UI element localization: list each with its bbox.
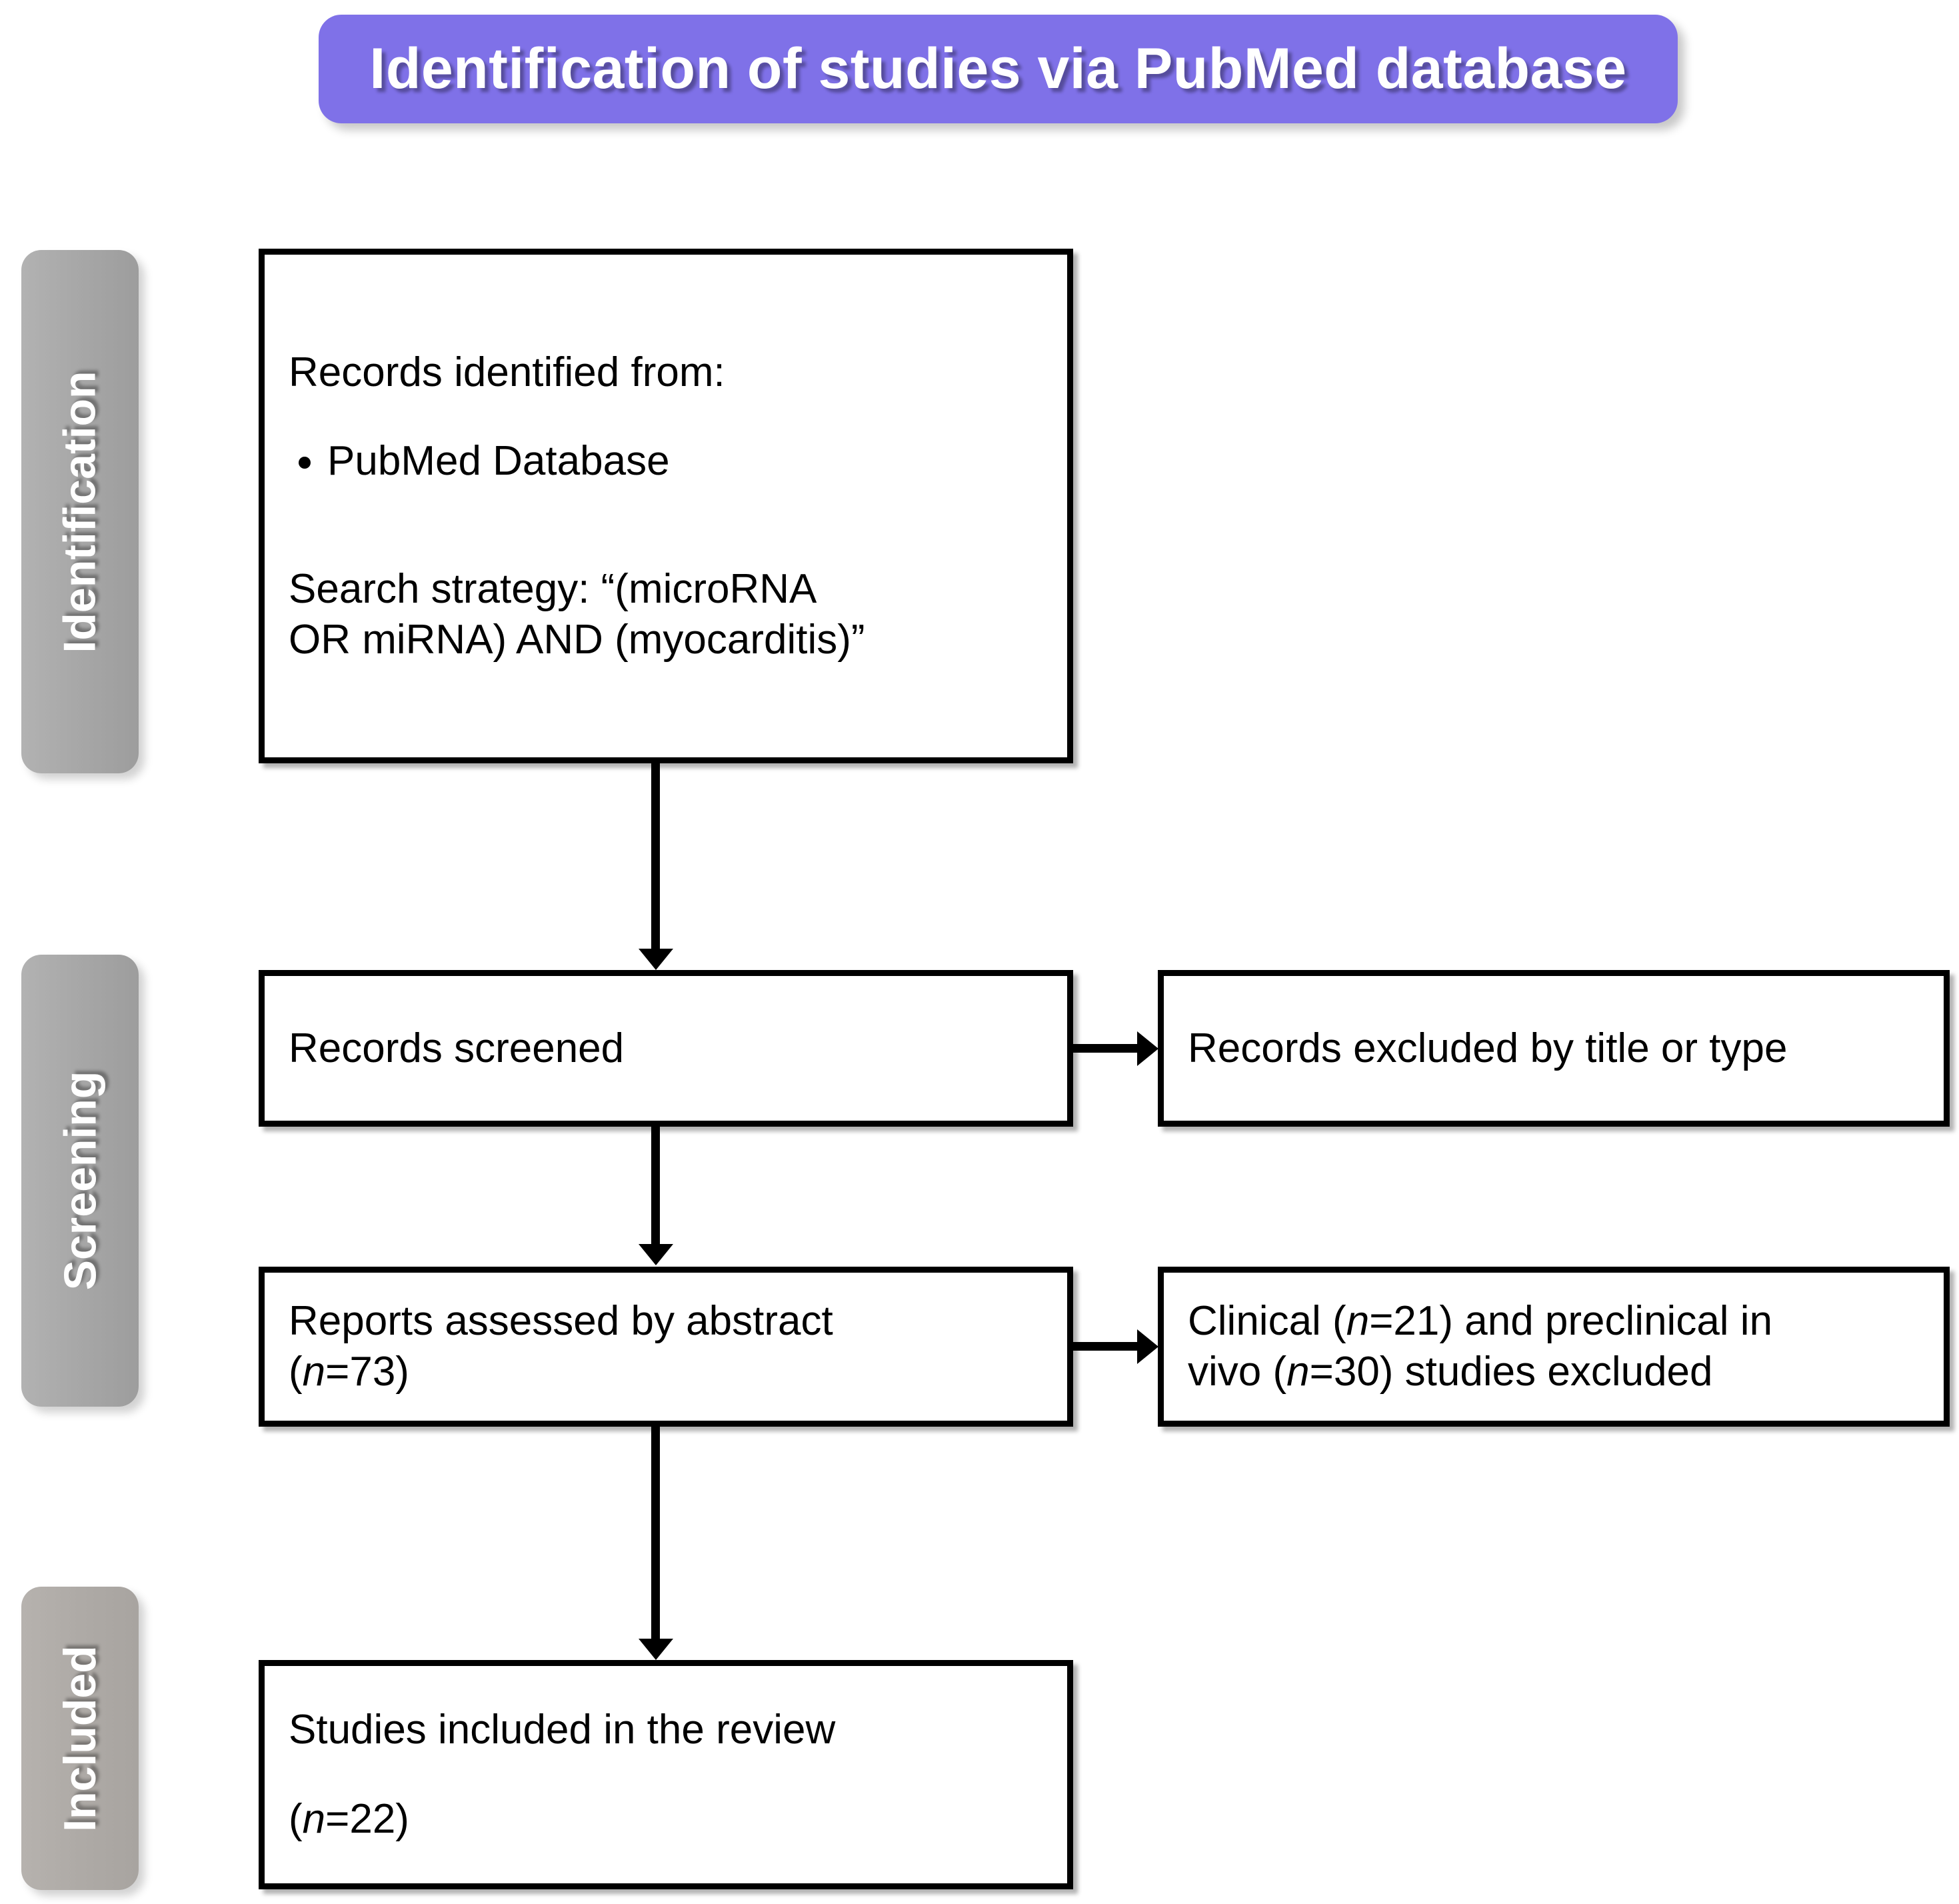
excluded-line2-prefix: vivo ( <box>1188 1349 1287 1395</box>
spacer <box>289 525 1043 564</box>
count-prefix: ( <box>289 1796 303 1842</box>
n-symbol: n <box>1346 1298 1370 1345</box>
search-strategy-line-1: Search strategy: “(microRNA <box>289 566 817 612</box>
box-studies-excluded: Clinical (n=21) and preclinical in vivo … <box>1158 1267 1950 1427</box>
stage-tab-screening-label: Screening <box>55 1071 105 1291</box>
stage-tab-screening: Screening <box>21 955 139 1407</box>
arrow-screened-to-excluded <box>1073 1044 1138 1053</box>
diagram-title-banner: Identification of studies via PubMed dat… <box>319 15 1678 123</box>
spacer <box>289 397 1043 436</box>
n-symbol: n <box>302 1349 326 1395</box>
diagram-title-text: Identification of studies via PubMed dat… <box>369 37 1627 101</box>
n-symbol: n <box>1286 1349 1310 1395</box>
reports-assessed-label: Reports assessed by abstract <box>289 1298 833 1345</box>
spacer <box>289 487 1043 525</box>
search-strategy-line-2: OR miRNA) AND (myocarditis)” <box>289 616 865 663</box>
count-value: =73) <box>325 1349 409 1395</box>
excluded-line1-suffix: =21) and preclinical in <box>1369 1298 1773 1345</box>
box-studies-included: Studies included in the review (n=22) <box>259 1660 1073 1889</box>
reports-assessed-count: (n=73) <box>289 1347 1043 1397</box>
stage-tab-identification: Identification <box>21 250 139 773</box>
studies-included-label: Studies included in the review <box>289 1707 836 1753</box>
stage-tab-included-label: Included <box>55 1645 106 1832</box>
arrow-screened-to-assessed <box>651 1127 660 1245</box>
excluded-line2-suffix: =30) studies excluded <box>1309 1349 1713 1395</box>
count-value: =22) <box>325 1796 409 1842</box>
stage-tab-identification-label: Identification <box>55 370 106 653</box>
arrow-assessed-to-included <box>651 1427 660 1640</box>
studies-included-count: (n=22) <box>289 1794 1043 1845</box>
records-identified-source-list: PubMed Database <box>289 436 1043 487</box>
records-identified-heading: Records identified from: <box>289 349 725 395</box>
stage-tab-included: Included <box>21 1587 139 1890</box>
box-reports-assessed: Reports assessed by abstract (n=73) <box>259 1267 1073 1427</box>
arrow-assessed-to-excluded <box>1073 1342 1138 1351</box>
arrow-identified-to-screened <box>651 763 660 950</box>
studies-excluded-line-1: Clinical (n=21) and preclinical in <box>1188 1296 1920 1347</box>
box-records-excluded: Records excluded by title or type <box>1158 970 1950 1127</box>
records-screened-label: Records screened <box>289 1025 625 1071</box>
box-records-identified: Records identified from: PubMed Database… <box>259 249 1073 763</box>
n-symbol: n <box>302 1796 326 1842</box>
spacer <box>289 1755 1043 1794</box>
count-prefix: ( <box>289 1349 303 1395</box>
records-excluded-label: Records excluded by title or type <box>1188 1025 1788 1071</box>
excluded-line1-prefix: Clinical ( <box>1188 1298 1346 1345</box>
studies-excluded-line-2: vivo (n=30) studies excluded <box>1188 1347 1920 1397</box>
box-records-screened: Records screened <box>259 970 1073 1127</box>
list-item: PubMed Database <box>327 436 1043 487</box>
